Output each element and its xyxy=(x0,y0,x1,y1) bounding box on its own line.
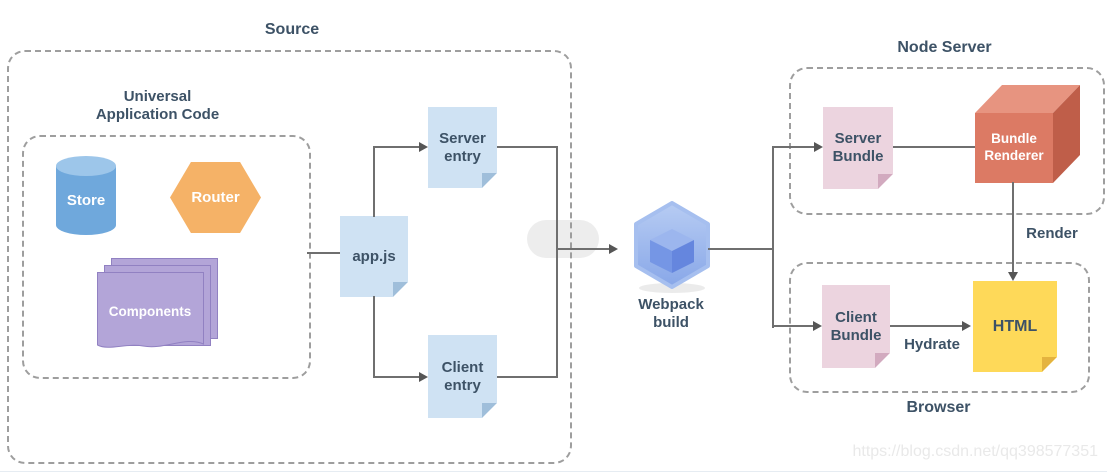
components-label: Components xyxy=(108,304,192,319)
connector-appjs-to-server-entry xyxy=(373,146,419,148)
connector-uac-to-appjs xyxy=(307,252,340,254)
universal-app-code-label-line2: Application Code xyxy=(95,106,220,123)
arrowhead-client-entry xyxy=(419,372,428,382)
webpack-build-label: Webpack build xyxy=(638,296,704,331)
browser-box xyxy=(789,262,1090,393)
connector-entries-merge-vertical xyxy=(556,146,558,378)
connector-server-bundle-to-renderer xyxy=(893,146,975,148)
browser-group-label: Browser xyxy=(906,399,971,416)
server-entry-label: Server entry xyxy=(439,129,486,165)
html-document: HTML xyxy=(973,281,1057,372)
components-stack-icon xyxy=(97,258,218,348)
arrowhead-html-left xyxy=(962,321,971,331)
connector-appjs-to-client-entry xyxy=(373,376,419,378)
arrowhead-webpack xyxy=(609,244,618,254)
connector-webpack-out xyxy=(708,248,774,250)
arrowhead-client-bundle xyxy=(813,321,822,331)
server-bundle-document: Server Bundle xyxy=(823,107,893,189)
bottom-divider xyxy=(0,471,1107,472)
client-bundle-document: Client Bundle xyxy=(822,285,890,368)
app-js-document: app.js xyxy=(340,216,408,297)
arrowhead-server-bundle xyxy=(814,142,823,152)
connector-appjs-up-vertical xyxy=(373,146,375,217)
server-bundle-label: Server Bundle xyxy=(832,130,884,165)
html-label: HTML xyxy=(992,317,1038,335)
webpack-cube-icon xyxy=(634,201,710,293)
source-group-box xyxy=(7,50,572,464)
arrowhead-server-entry xyxy=(419,142,428,152)
highlight-pill xyxy=(527,220,599,258)
node-server-group-label: Node Server xyxy=(897,39,992,56)
client-bundle-label: Client Bundle xyxy=(830,308,882,344)
connector-render-vertical xyxy=(1012,182,1014,272)
connector-split-vertical xyxy=(772,147,774,328)
client-entry-document: Client entry xyxy=(428,335,497,418)
connector-server-entry-out xyxy=(497,146,558,148)
connector-hydrate xyxy=(890,325,962,327)
bundle-renderer-label: Bundle Renderer xyxy=(984,131,1044,163)
universal-app-code-label-line1: Universal xyxy=(123,88,192,105)
connector-client-entry-out xyxy=(497,376,558,378)
store-cylinder-icon xyxy=(56,156,116,235)
node-server-box xyxy=(789,67,1105,215)
universal-app-code-label: Universal Application Code xyxy=(80,88,235,124)
universal-app-code-box xyxy=(22,135,311,379)
app-js-label: app.js xyxy=(352,247,396,265)
connector-to-server-bundle xyxy=(772,146,814,148)
server-entry-document: Server entry xyxy=(428,107,497,188)
bundle-renderer-cube-icon xyxy=(975,85,1080,183)
connector-appjs-down-vertical xyxy=(373,296,375,378)
router-hexagon: Router xyxy=(170,162,261,233)
source-group-label: Source xyxy=(264,21,320,38)
arrowhead-html-top xyxy=(1008,272,1018,281)
hydrate-edge-label: Hydrate xyxy=(904,336,960,353)
store-label: Store xyxy=(66,192,106,209)
client-entry-label: Client entry xyxy=(441,358,484,394)
render-edge-label: Render xyxy=(1026,225,1078,242)
watermark-text: https://blog.csdn.net/qq398577351 xyxy=(852,443,1098,460)
connector-to-client-bundle xyxy=(772,325,813,327)
connector-to-webpack xyxy=(557,248,609,250)
router-label: Router xyxy=(191,189,240,206)
